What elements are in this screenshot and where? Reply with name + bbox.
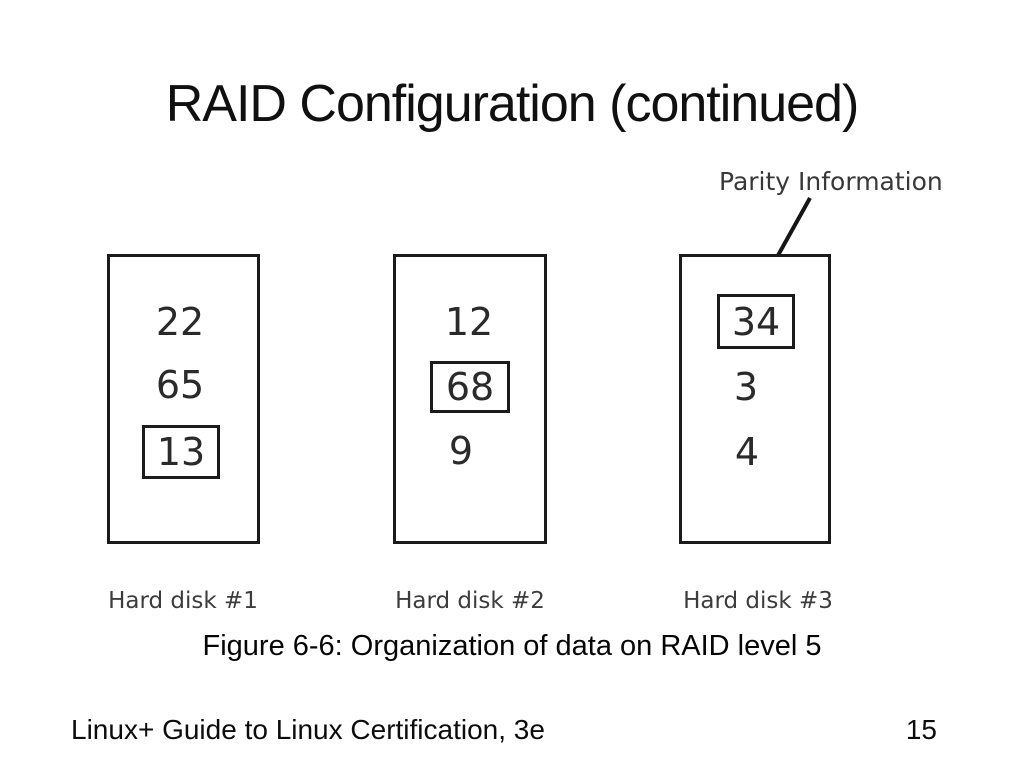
disk3-value-4: 4 <box>734 430 760 474</box>
page-number: 15 <box>905 714 937 745</box>
disk1-value-65: 65 <box>155 363 205 407</box>
page-title: RAID Configuration (continued) <box>165 75 860 133</box>
footer-text: Linux+ Guide to Linux Certification, 3e <box>71 714 545 745</box>
disk1-value-22: 22 <box>155 300 205 344</box>
disk1-boxed-value-13: 13 <box>142 425 220 479</box>
hard-disk-1-rect <box>107 254 260 544</box>
disk2-value-9: 9 <box>448 429 474 473</box>
figure-caption: Figure 6-6: Organization of data on RAID… <box>202 630 822 662</box>
disk3-boxed-value-34: 34 <box>717 294 795 349</box>
disk3-value-3: 3 <box>733 365 759 409</box>
hard-disk-1-label: Hard disk #1 <box>108 588 258 614</box>
disk2-boxed-value-68: 68 <box>430 361 510 413</box>
disk2-value-12: 12 <box>444 300 494 344</box>
hard-disk-3-label: Hard disk #3 <box>683 588 833 614</box>
hard-disk-2-label: Hard disk #2 <box>395 588 545 614</box>
parity-information-label: Parity Information <box>719 167 943 196</box>
